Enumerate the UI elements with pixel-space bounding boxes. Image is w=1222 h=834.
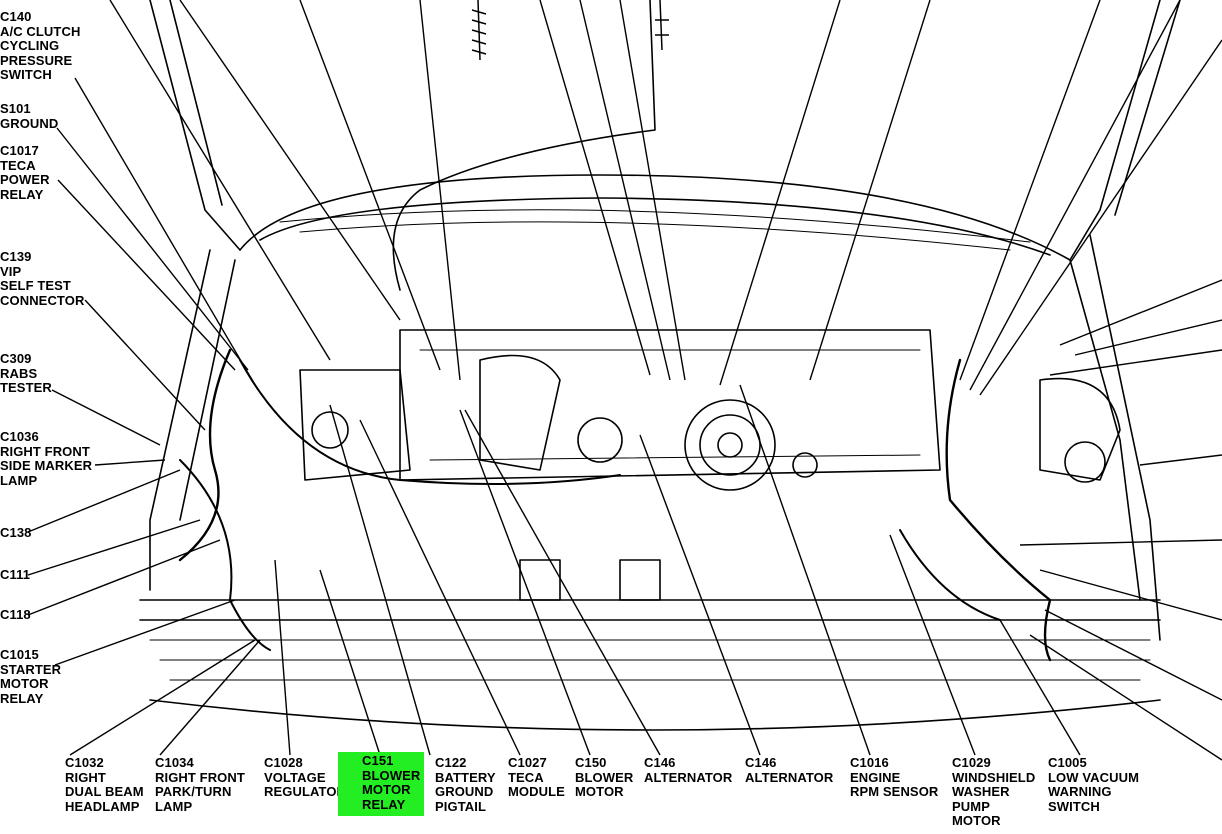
label-c1015-starter-motor-relay: C1015 STARTER MOTOR RELAY <box>0 647 62 706</box>
label-c309-rabs-tester: C309 RABS TESTER <box>0 351 52 395</box>
label-c1027-teca-module: C1027 TECA MODULE <box>508 755 565 799</box>
label-c1005-low-vacuum-warning-switch: C1005 LOW VACUUM WARNING SWITCH <box>1048 755 1140 814</box>
label-c118: C118 <box>0 607 31 622</box>
label-c111: C111 <box>0 567 31 582</box>
label-c150-blower-motor: C150 BLOWER MOTOR <box>575 755 634 799</box>
label-c1036-right-front-side-marker-lamp: C1036 RIGHT FRONT SIDE MARKER LAMP <box>0 429 93 488</box>
label-c146-alternator-first: C146 ALTERNATOR <box>644 755 733 785</box>
label-c1032-right-dual-beam-headlamp: C1032 RIGHT DUAL BEAM HEADLAMP <box>65 755 144 814</box>
label-c140-ac-clutch-cycling-pressure-switch: C140 A/C CLUTCH CYCLING PRESSURE SWITCH <box>0 9 81 82</box>
label-c146-alternator-second: C146 ALTERNATOR <box>745 755 834 785</box>
label-c1034-right-front-park-turn-lamp: C1034 RIGHT FRONT PARK/TURN LAMP <box>155 755 245 814</box>
label-s101-ground: S101 GROUND <box>0 101 59 131</box>
label-c1029-windshield-washer-pump-motor: C1029 WINDSHIELD WASHER PUMP MOTOR <box>952 755 1036 828</box>
label-c151-blower-motor-relay-highlighted: C151 BLOWER MOTOR RELAY <box>338 752 425 816</box>
label-c138: C138 <box>0 525 32 540</box>
label-c139-vip-self-test-connector: C139 VIP SELF TEST CONNECTOR <box>0 249 85 308</box>
label-c1017-teca-power-relay: C1017 TECA POWER RELAY <box>0 143 50 202</box>
label-c122-battery-ground-pigtail: C122 BATTERY GROUND PIGTAIL <box>435 755 496 814</box>
label-c1016-engine-rpm-sensor: C1016 ENGINE RPM SENSOR <box>850 755 939 799</box>
label-c1028-voltage-regulator: C1028 VOLTAGE REGULATOR <box>264 755 347 799</box>
